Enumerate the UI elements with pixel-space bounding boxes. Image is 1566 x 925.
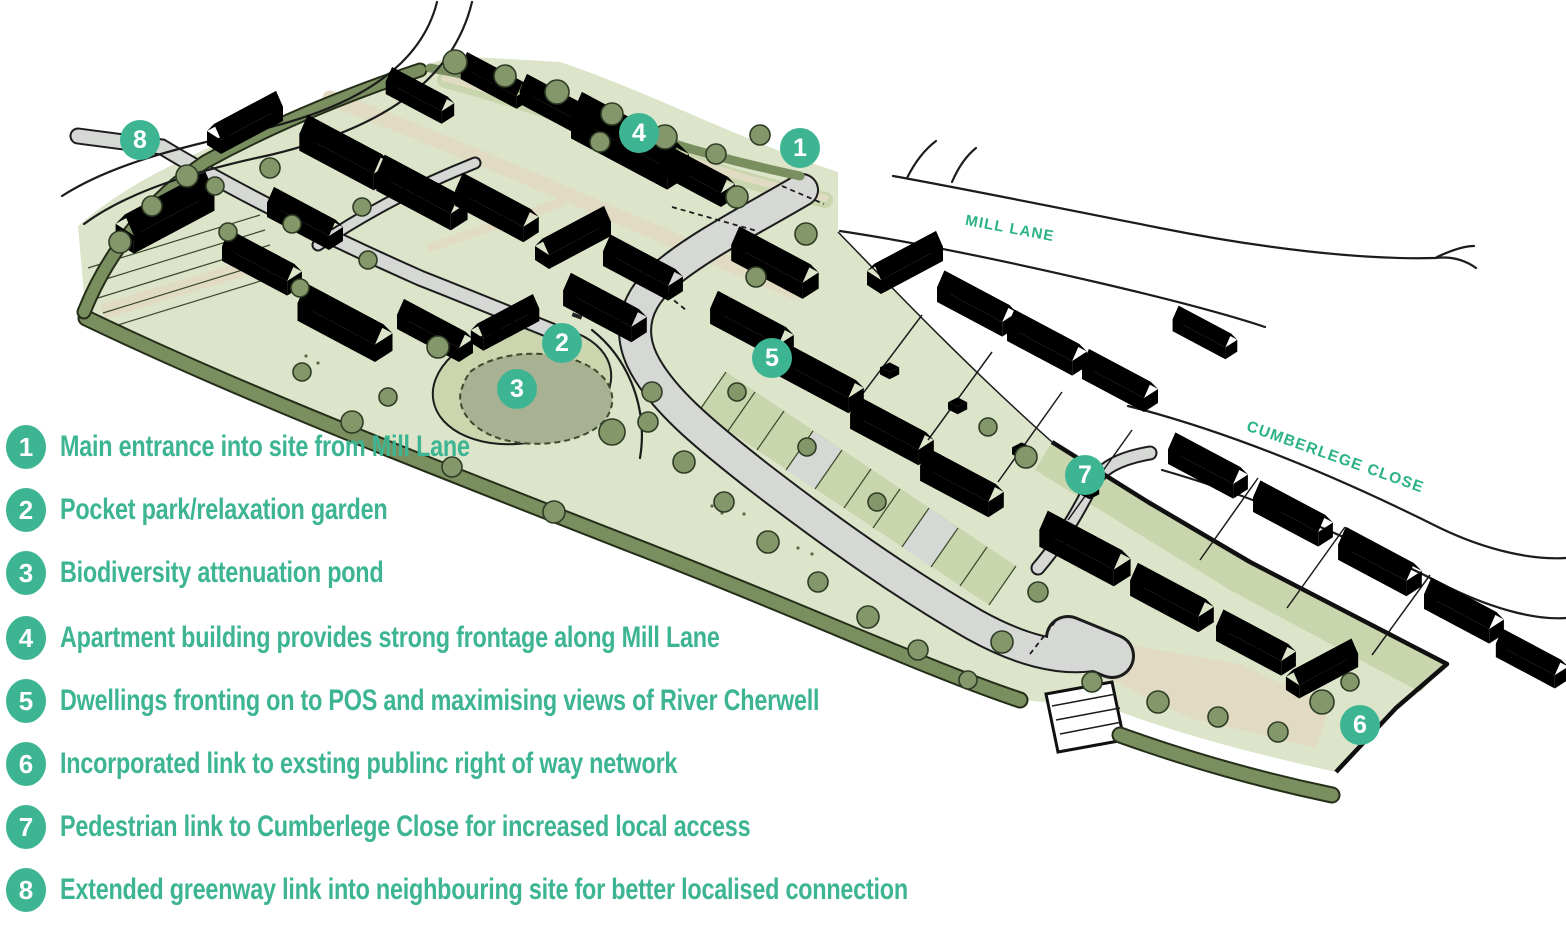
- existing-house: [867, 231, 943, 294]
- existing-house: [1082, 349, 1158, 412]
- legend-item-2: 2 Pocket park/relaxation garden: [6, 488, 480, 532]
- legend-item-6: 6 Incorporated link to exsting publinc r…: [6, 742, 851, 786]
- plan-marker-5: 5: [752, 338, 792, 378]
- plan-marker-6: 6: [1340, 705, 1380, 745]
- existing-house: [1495, 628, 1566, 689]
- legend-label-8: Extended greenway link into neighbouring…: [60, 873, 908, 906]
- hedges: [76, 62, 1341, 804]
- legend-badge-8: 8: [6, 868, 46, 912]
- existing-house: [1007, 309, 1087, 376]
- legend-label-5: Dwellings fronting on to POS and maximis…: [60, 684, 820, 717]
- legend-item-1: 1 Main entrance into site from Mill Lane: [6, 425, 585, 469]
- plan-marker-3: 3: [497, 369, 537, 409]
- legend-badge-7: 7: [6, 805, 46, 849]
- plan-marker-2: 2: [542, 323, 582, 363]
- existing-house: [1168, 432, 1248, 499]
- legend-badge-5: 5: [6, 679, 46, 723]
- legend-item-7: 7 Pedestrian link to Cumberlege Close fo…: [6, 805, 945, 849]
- plan-marker-8: 8: [120, 120, 160, 160]
- legend-badge-2: 2: [6, 488, 46, 532]
- trees: [108, 49, 1360, 743]
- existing-house: [1338, 526, 1422, 597]
- legend-item-8: 8 Extended greenway link into neighbouri…: [6, 868, 1147, 912]
- existing-house: [937, 270, 1017, 337]
- legend-label-3: Biodiversity attenuation pond: [60, 556, 384, 589]
- legend-item-5: 5 Dwellings fronting on to POS and maxim…: [6, 679, 1033, 723]
- legend-badge-1: 1: [6, 425, 46, 469]
- legend-badge-3: 3: [6, 551, 46, 595]
- plan-marker-4: 4: [619, 113, 659, 153]
- existing-house: [1172, 305, 1238, 360]
- legend-item-4: 4 Apartment building provides strong fro…: [6, 616, 906, 660]
- plan-marker-7: 7: [1065, 455, 1105, 495]
- legend-label-1: Main entrance into site from Mill Lane: [60, 430, 470, 463]
- legend-badge-4: 4: [6, 616, 46, 660]
- legend-label-4: Apartment building provides strong front…: [60, 621, 720, 654]
- legend-badge-6: 6: [6, 742, 46, 786]
- plan-marker-1: 1: [780, 128, 820, 168]
- legend-label-2: Pocket park/relaxation garden: [60, 493, 388, 526]
- legend-label-7: Pedestrian link to Cumberlege Close for …: [60, 810, 751, 843]
- legend-label-6: Incorporated link to exsting publinc rig…: [60, 747, 678, 780]
- existing-house: [1424, 577, 1504, 644]
- legend-item-3: 3 Biodiversity attenuation pond: [6, 551, 475, 595]
- existing-house: [1253, 480, 1333, 547]
